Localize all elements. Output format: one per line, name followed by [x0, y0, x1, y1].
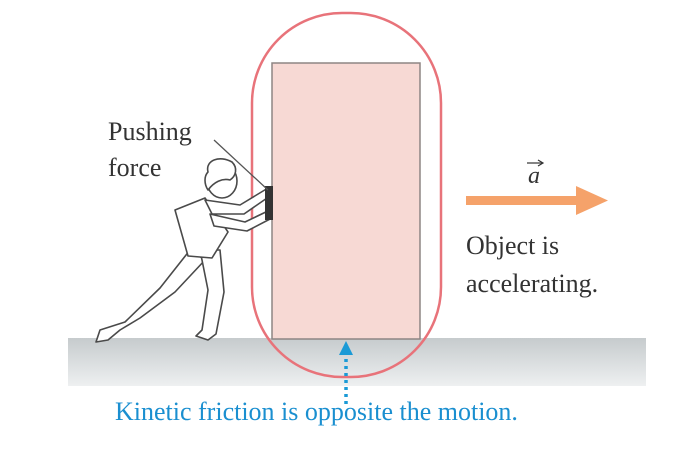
friction-caption: Kinetic friction is opposite the motion. — [115, 397, 518, 426]
system-outline — [250, 11, 443, 379]
pushing-force-label-line2: force — [108, 153, 161, 182]
ground-surface — [68, 338, 646, 386]
acceleration-vector-hat — [527, 159, 545, 167]
person-pushing-icon — [95, 158, 273, 343]
hands — [265, 186, 273, 220]
object-status-line1: Object is — [466, 231, 559, 260]
pushing-force-label-line1: Pushing — [108, 117, 192, 146]
object-status-line2: accelerating. — [466, 269, 598, 298]
pushing-force-pointer — [213, 139, 269, 191]
dotted-arrow-up-icon — [339, 341, 353, 404]
acceleration-symbol: a — [528, 163, 540, 189]
block — [271, 62, 421, 340]
arrow-right-icon — [466, 186, 608, 215]
